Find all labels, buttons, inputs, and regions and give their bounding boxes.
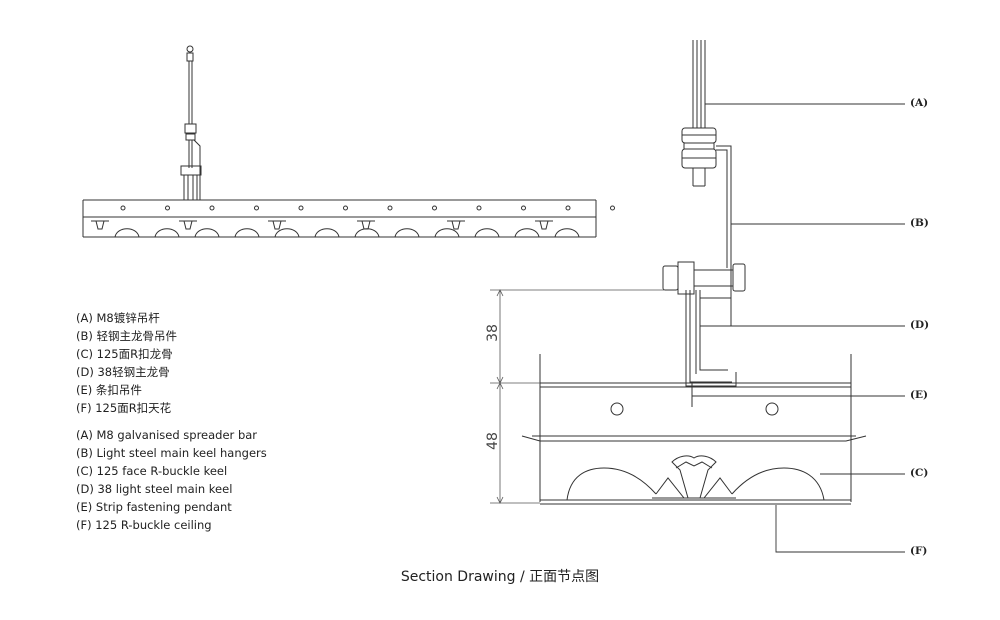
legend-en-item: (E) Strip fastening pendant xyxy=(76,500,232,514)
keel-clip xyxy=(357,220,375,230)
keel-hole xyxy=(565,205,571,211)
legend-english: (A) M8 galvanised spreader bar (B) Light… xyxy=(76,426,267,534)
ceiling-arc xyxy=(114,228,140,238)
legend-en-item: (C) 125 face R-buckle keel xyxy=(76,464,228,478)
legend-zh-item: (D) 38轻钢主龙骨 xyxy=(76,365,170,379)
keel-hole xyxy=(521,205,526,211)
ceiling-arc xyxy=(194,228,220,238)
keel-clip xyxy=(268,220,286,230)
keel-hole xyxy=(165,205,170,211)
keel-hole xyxy=(610,205,615,211)
elevation-keel-clips xyxy=(91,220,553,230)
keel-hole xyxy=(432,205,437,211)
keel-hole xyxy=(387,205,393,211)
elevation-hanger-rod xyxy=(184,45,201,200)
spreader-bar xyxy=(692,40,706,187)
callout-a: (A) xyxy=(910,97,929,109)
ceiling-arc xyxy=(314,228,340,238)
section-detail-view xyxy=(490,40,905,553)
elevation-ceiling-arcs xyxy=(114,228,580,238)
callout-b: (B) xyxy=(910,217,929,229)
callout-e: (E) xyxy=(910,389,928,401)
ceiling-arc xyxy=(274,228,300,238)
main-keel-channel xyxy=(685,290,737,387)
drawing-caption: Section Drawing / 正面节点图 xyxy=(400,569,600,585)
callout-f: (F) xyxy=(910,545,928,557)
ceiling-arc xyxy=(554,228,580,238)
keel-hole xyxy=(209,205,215,211)
legend-en-item: (B) Light steel main keel hangers xyxy=(76,446,267,460)
ceiling-arc xyxy=(154,228,180,238)
r-buckle-ceiling xyxy=(540,455,851,505)
keel-clip xyxy=(535,220,553,230)
callout-c: (C) xyxy=(910,467,929,479)
keel-hole xyxy=(476,205,482,211)
legend-en-item: (D) 38 light steel main keel xyxy=(76,482,233,496)
ceiling-arc xyxy=(394,228,420,238)
ceiling-arc xyxy=(234,228,260,238)
keel-clip xyxy=(179,220,197,230)
r-buckle-keel xyxy=(521,354,867,502)
keel-hole xyxy=(343,205,348,211)
keel-hole xyxy=(120,205,126,211)
legend-zh-item: (F) 125面R扣天花 xyxy=(76,401,172,415)
dimension-48: 48 xyxy=(484,432,501,450)
ceiling-arc xyxy=(434,228,460,238)
legend-en-item: (F) 125 R-buckle ceiling xyxy=(76,518,212,532)
hanger-bolt xyxy=(662,261,746,295)
ceiling-arc xyxy=(474,228,500,238)
elevation-view xyxy=(82,45,615,238)
legend-zh-item: (C) 125面R扣龙骨 xyxy=(76,347,173,361)
legend-zh-item: (E) 条扣吊件 xyxy=(76,383,142,397)
elevation-keel-strip xyxy=(82,199,597,238)
leader-lines xyxy=(692,103,905,553)
keel-clip xyxy=(91,220,109,230)
dimension-38: 38 xyxy=(484,324,501,342)
keel-hanger-plate xyxy=(716,145,732,326)
callout-d: (D) xyxy=(910,319,930,331)
elevation-hanger-bracket xyxy=(180,165,202,200)
legend-en-item: (A) M8 galvanised spreader bar xyxy=(76,428,258,442)
ceiling-arc xyxy=(514,228,540,238)
ceiling-arc xyxy=(354,228,380,238)
legend-zh-item: (B) 轻钢主龙骨吊件 xyxy=(76,329,178,343)
legend-zh-item: (A) M8镀锌吊杆 xyxy=(76,311,160,325)
dimension-lines xyxy=(490,289,664,504)
elevation-keel-holes xyxy=(120,205,615,211)
keel-hole xyxy=(298,205,304,211)
legend-chinese: (A) M8镀锌吊杆 (B) 轻钢主龙骨吊件 (C) 125面R扣龙骨 (D) … xyxy=(76,309,177,417)
hanger-nuts xyxy=(681,127,717,169)
keel-hole xyxy=(254,205,259,211)
keel-clip xyxy=(447,220,465,230)
